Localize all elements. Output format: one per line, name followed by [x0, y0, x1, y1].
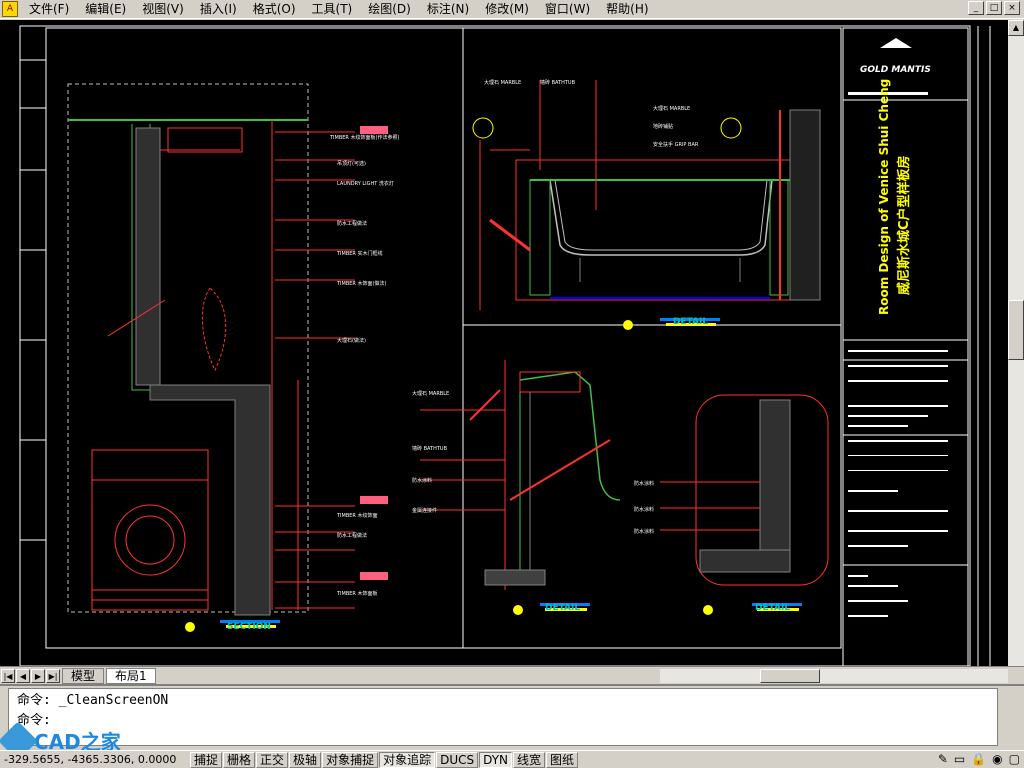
- annotation: 安全扶手 GRIP BAR: [653, 141, 699, 148]
- annotation: 大理石 MARBLE: [653, 105, 690, 112]
- menu-format[interactable]: 格式(O): [252, 2, 296, 16]
- next-tab-icon[interactable]: ▶: [31, 668, 45, 683]
- annotation: TIMBER 木纹饰面板(作法参照): [329, 134, 399, 141]
- vertical-scroll-thumb[interactable]: [1008, 300, 1024, 360]
- paper-toggle[interactable]: 图纸: [546, 751, 579, 768]
- title-block-frame: [842, 27, 969, 666]
- first-tab-icon[interactable]: |◀: [1, 668, 15, 683]
- annotation: 防水涂料: [634, 480, 654, 487]
- annotation: TIMBER 实木门框线: [336, 250, 383, 257]
- autocad-app-icon[interactable]: A: [2, 1, 18, 17]
- grid-toggle[interactable]: 栅格: [223, 751, 256, 768]
- detail-label-bottom-left: DETAIL: [545, 603, 580, 613]
- detail-label-bottom-right: DETAIL: [755, 603, 790, 613]
- section-drawing: [67, 83, 388, 632]
- menu-insert[interactable]: 插入(I): [199, 2, 237, 16]
- corner-detail: [660, 394, 829, 586]
- tab-model[interactable]: 模型: [62, 667, 105, 684]
- annotation-scale-icon[interactable]: ✎: [937, 752, 948, 766]
- restore-button[interactable]: □: [986, 1, 1002, 15]
- status-tray: ✎ ▭ 🔒 ◉ ▢: [938, 752, 1020, 766]
- scroll-up-icon[interactable]: ▲: [1008, 20, 1024, 36]
- project-title-en: Room Design of Venice Shui Cheng: [877, 79, 891, 315]
- sheet-border: [19, 25, 971, 666]
- annotation: TIMBER 木纹饰面: [336, 512, 378, 519]
- annotation: 大理石 MARBLE: [412, 390, 449, 397]
- annotation: 防水涂料: [634, 506, 654, 513]
- ortho-toggle[interactable]: 正交: [256, 751, 289, 768]
- otrack-toggle[interactable]: 对象追踪: [379, 751, 436, 768]
- menu-tools[interactable]: 工具(T): [311, 2, 353, 16]
- last-tab-icon[interactable]: ▶|: [46, 668, 60, 683]
- annotation: 大理石 MARBLE: [484, 79, 521, 86]
- menu-modify[interactable]: 修改(M): [485, 2, 529, 16]
- title-block: GOLD MANTIS Room Design of Venice Shui C…: [843, 38, 968, 617]
- maximize-viewport-icon[interactable]: ▭: [953, 752, 966, 766]
- osnap-toggle[interactable]: 对象捕捉: [322, 751, 379, 768]
- drawing-frame: [45, 27, 842, 649]
- command-history-line: 命令: _CleanScreenON: [17, 693, 169, 708]
- lock-icon[interactable]: 🔒: [971, 752, 987, 766]
- vertical-scrollbar[interactable]: ▲: [1008, 20, 1024, 666]
- command-area: 命令: _CleanScreenON 命令: CAD之家: [0, 684, 1024, 761]
- command-window[interactable]: 命令: _CleanScreenON 命令:: [8, 688, 998, 746]
- command-prompt[interactable]: 命令:: [17, 713, 51, 728]
- coordinate-readout: -329.5655, -4365.3306, 0.0000: [4, 753, 177, 766]
- document-window-controls: _ □ ×: [968, 1, 1020, 15]
- annotation: TIMBER 木饰面板: [336, 590, 378, 597]
- annotation: 墙砖 BATHTUB: [540, 79, 576, 86]
- polar-toggle[interactable]: 极轴: [289, 751, 322, 768]
- annotation: 防水涂料: [634, 528, 654, 535]
- annotation: TIMBER 木饰面(做法): [336, 280, 386, 287]
- annotation: 墙砖 BATHTUB: [412, 445, 448, 452]
- section-label: SECTION: [227, 622, 271, 632]
- cad-drawing: SECTION TIMBER 木纹饰面板(作法参照) 吊顶灯(可选) LAUND…: [19, 25, 991, 666]
- close-button[interactable]: ×: [1004, 1, 1020, 15]
- prev-tab-icon[interactable]: ◀: [16, 668, 30, 683]
- horizontal-scrollbar[interactable]: [660, 669, 1008, 683]
- clean-screen-icon[interactable]: ▢: [1008, 752, 1020, 766]
- menu-draw[interactable]: 绘图(D): [368, 2, 411, 16]
- annotation: 防水涂料: [412, 477, 432, 484]
- annotation: 大理石(做法): [337, 337, 366, 344]
- horizontal-scroll-thumb[interactable]: [760, 669, 820, 683]
- annotation: 防水工程做法: [337, 532, 367, 539]
- project-title-cn: 威尼斯水城C户型样板房: [896, 155, 912, 295]
- detail-label-top: DETAIL: [673, 317, 708, 327]
- ducs-toggle[interactable]: DUCS: [436, 751, 479, 768]
- dyn-toggle[interactable]: DYN: [479, 751, 513, 768]
- lineweight-toggle[interactable]: 线宽: [513, 751, 546, 768]
- edge-detail: [420, 360, 621, 590]
- menu-bar: A 文件(F) 编辑(E) 视图(V) 插入(I) 格式(O) 工具(T) 绘图…: [0, 0, 1024, 19]
- layout-tab-strip: |◀ ◀ ▶ ▶| 模型 布局1: [0, 666, 1024, 684]
- annotation: LAUNDRY LIGHT 洗衣灯: [337, 180, 394, 187]
- menu-dimension[interactable]: 标注(N): [426, 2, 470, 16]
- menu-view[interactable]: 视图(V): [142, 2, 184, 16]
- menu-edit[interactable]: 编辑(E): [85, 2, 127, 16]
- annotation: 防水工程做法: [337, 220, 367, 227]
- snap-toggle[interactable]: 捕捉: [190, 751, 223, 768]
- menu-file[interactable]: 文件(F): [29, 2, 70, 16]
- drawing-canvas[interactable]: SECTION TIMBER 木纹饰面板(作法参照) 吊顶灯(可选) LAUND…: [0, 20, 1008, 666]
- annotation: 吊顶灯(可选): [337, 160, 366, 167]
- comm-center-icon[interactable]: ◉: [992, 752, 1003, 766]
- minimize-button[interactable]: _: [968, 1, 984, 15]
- status-bar: -329.5655, -4365.3306, 0.0000 捕捉 栅格 正交 极…: [0, 750, 1024, 768]
- company-logo: GOLD MANTIS: [860, 65, 931, 75]
- menu-window[interactable]: 窗口(W): [544, 2, 591, 16]
- annotation: 金属连接件: [412, 507, 437, 514]
- tab-layout1[interactable]: 布局1: [106, 667, 156, 684]
- annotation: 地砖铺贴: [653, 123, 673, 130]
- menu-help[interactable]: 帮助(H): [606, 2, 649, 16]
- bathtub-detail: [472, 80, 821, 310]
